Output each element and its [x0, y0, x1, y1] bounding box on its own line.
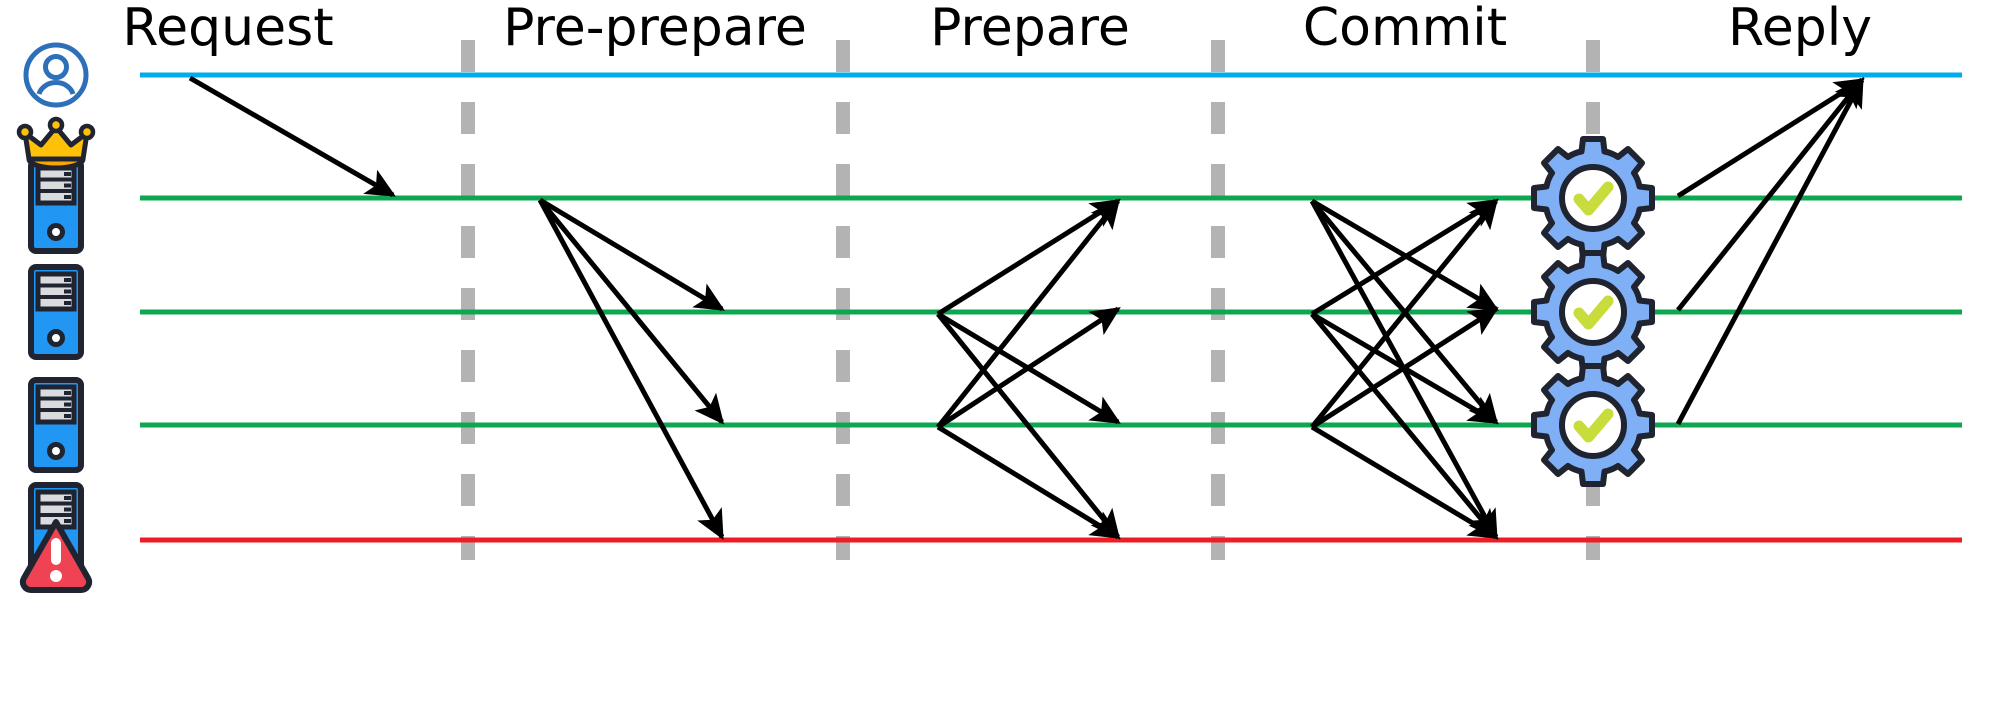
phase-label-reply: Reply: [1728, 0, 1872, 58]
message-arrow-commit-r1-p: [1310, 198, 1499, 317]
actor-icon-replica2: [31, 380, 81, 470]
message-arrow-preprepare-1: [538, 197, 725, 312]
actor-icon-group: [19, 45, 93, 590]
message-arrow-prepare-r1-p: [936, 198, 1121, 317]
phase-label-pre-prepare: Pre-prepare: [503, 0, 807, 58]
message-arrow-prepare-r2-p: [936, 198, 1121, 429]
server-icon: [31, 161, 81, 251]
message-arrow-prepare-r1-f: [936, 312, 1121, 540]
phase-label-group: Request Pre-prepare Prepare Commit Reply: [122, 0, 1872, 58]
message-arrow-reply-r1-c: [1676, 77, 1865, 312]
user-circle-icon: [26, 45, 86, 105]
crown-icon: [19, 119, 93, 168]
message-arrow-commit-r1-f: [1310, 312, 1499, 540]
message-arrow-commit-r2-f: [1310, 424, 1499, 540]
actor-icon-faulty: [23, 485, 89, 590]
actor-icon-replica1: [31, 267, 81, 357]
message-arrow-request-1: [188, 75, 396, 198]
message-arrow-commit-r2-r1: [1310, 306, 1499, 430]
execution-marker-group: [1534, 139, 1652, 484]
actor-icon-primary: [19, 119, 93, 251]
message-arrow-prepare-r2-f: [936, 424, 1121, 540]
gear-check-icon: [1534, 253, 1652, 371]
phase-label-prepare: Prepare: [930, 0, 1130, 58]
message-arrow-preprepare-3: [537, 198, 725, 540]
phase-label-commit: Commit: [1303, 0, 1507, 58]
message-arrow-reply-p-c: [1676, 77, 1865, 199]
message-arrow-reply-r2-c: [1675, 77, 1865, 426]
actor-timeline-group: [140, 72, 1962, 543]
message-arrow-group: [188, 75, 1865, 540]
message-arrow-prepare-r2-r1: [936, 306, 1121, 430]
actor-icon-client: [26, 45, 86, 105]
server-icon: [31, 267, 81, 357]
phase-label-request: Request: [122, 0, 333, 58]
server-icon: [31, 380, 81, 470]
message-arrow-commit-r2-p: [1310, 198, 1499, 429]
gear-check-icon: [1534, 366, 1652, 484]
message-arrow-preprepare-2: [538, 198, 725, 425]
gear-check-icon: [1534, 139, 1652, 257]
